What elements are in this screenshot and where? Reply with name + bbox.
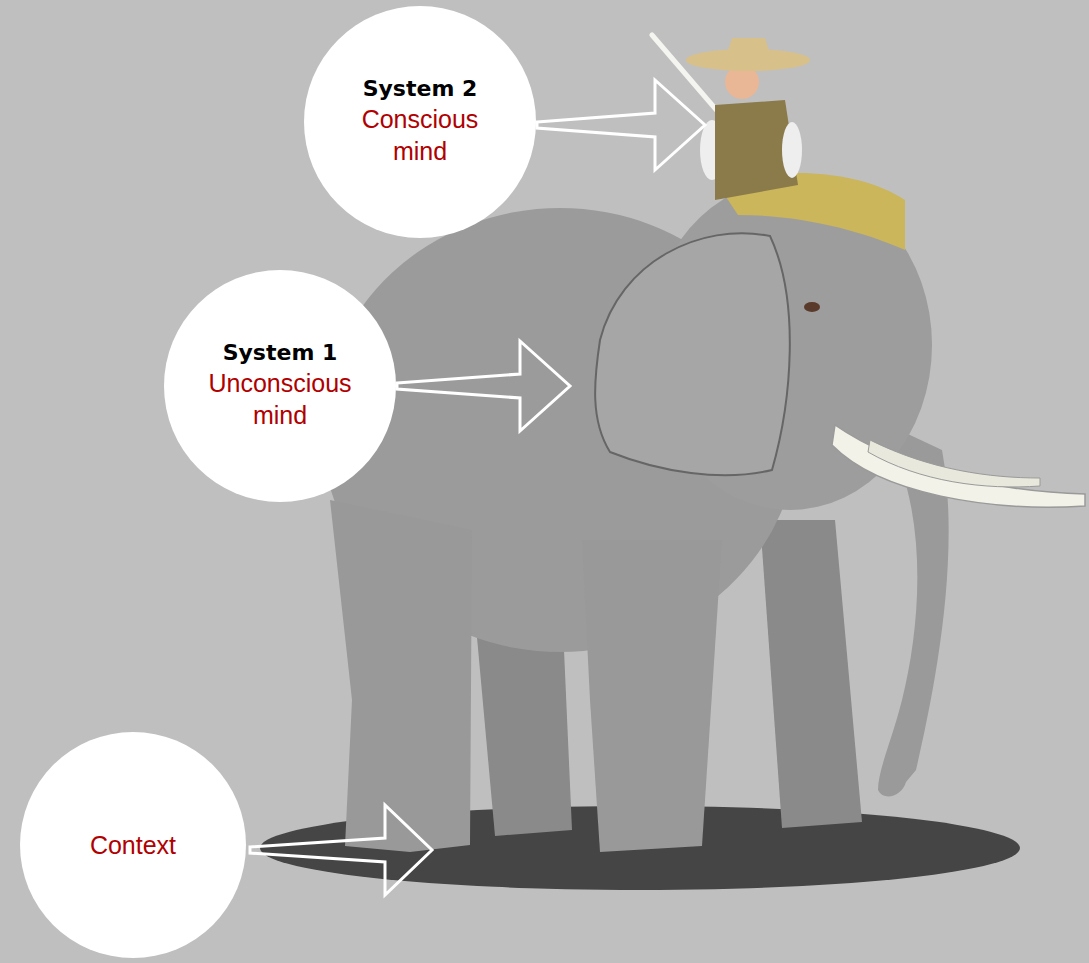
- near-front-leg: [582, 540, 722, 852]
- node-text: Context: [90, 829, 176, 862]
- elephant: [322, 173, 1085, 852]
- hat-crown: [725, 38, 772, 60]
- circle-node: System 1Unconscious mind: [164, 270, 396, 502]
- circle-node: System 2Conscious mind: [304, 6, 536, 238]
- near-rear-leg: [330, 500, 472, 852]
- far-front-leg: [760, 520, 862, 828]
- ear: [595, 233, 790, 475]
- node-heading: System 2: [363, 76, 478, 102]
- node-heading: System 1: [223, 340, 338, 366]
- rider: [652, 35, 810, 200]
- circle-node: Context: [20, 732, 246, 958]
- node-text: Unconscious mind: [195, 367, 365, 432]
- eye: [804, 302, 820, 312]
- pointer-arrow: [250, 805, 432, 895]
- arm: [782, 122, 802, 178]
- pointer-arrow: [537, 80, 705, 170]
- tusk: [868, 440, 1040, 487]
- node-text: Conscious mind: [335, 103, 505, 168]
- pointer-arrow: [397, 341, 570, 431]
- tusk: [832, 425, 1085, 507]
